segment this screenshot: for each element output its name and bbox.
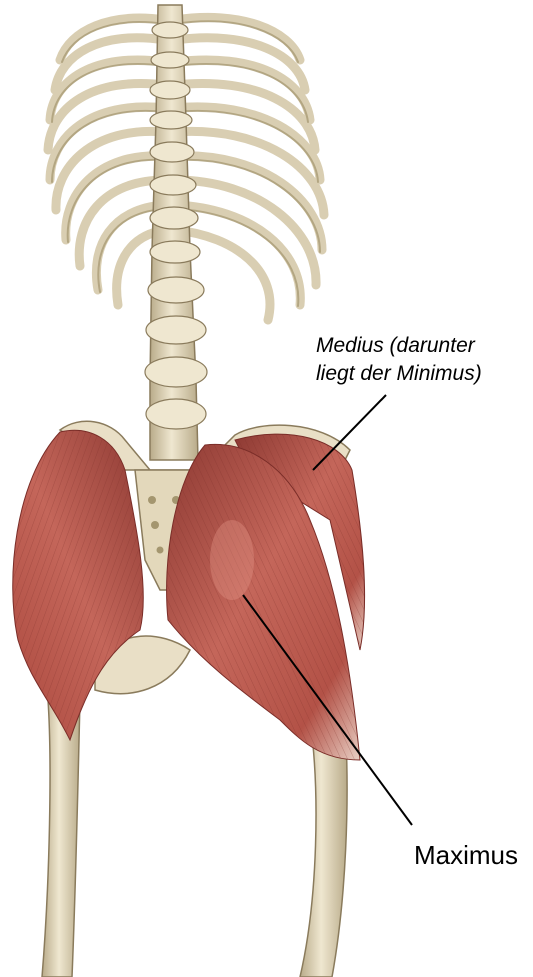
femur-bones bbox=[42, 700, 347, 977]
medius-label-line-2: liegt der Minimus) bbox=[316, 360, 482, 388]
medius-label-line-1: Medius (darunter bbox=[316, 332, 482, 360]
maximus-label: Maximus bbox=[414, 840, 518, 870]
medius-label: Medius (darunter liegt der Minimus) bbox=[316, 332, 482, 388]
